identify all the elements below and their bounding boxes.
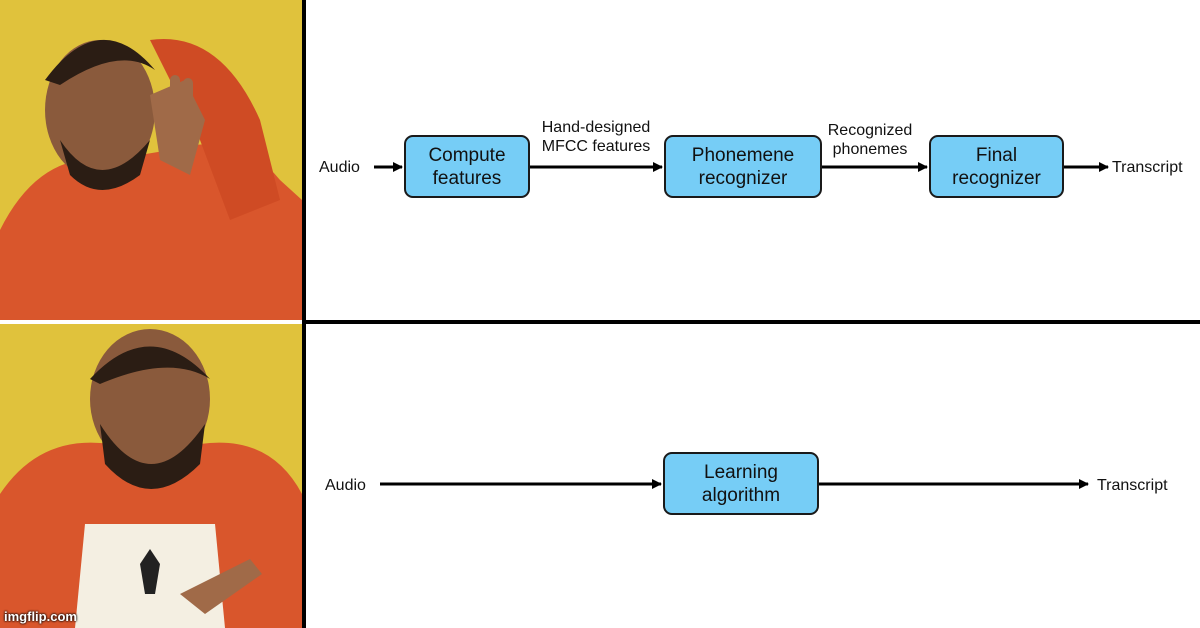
final-recognizer-box: Final recognizer <box>929 135 1064 198</box>
horizontal-divider <box>302 320 1200 324</box>
meme-photo-disapprove <box>0 0 302 320</box>
recognized-phonemes-label: Recognized phonemes <box>827 122 913 158</box>
meme-photo-approve: imgflip.com <box>0 324 302 628</box>
compute-features-box: Compute features <box>404 135 530 198</box>
phoneme-recognizer-box: Phonemene recognizer <box>664 135 822 198</box>
top-input-label: Audio <box>319 159 360 176</box>
bottom-input-label: Audio <box>325 477 366 494</box>
top-output-label: Transcript <box>1112 159 1183 176</box>
imgflip-watermark: imgflip.com <box>4 609 77 624</box>
mfcc-features-label: Hand-designed MFCC features <box>541 119 651 155</box>
vertical-divider <box>302 0 306 628</box>
learning-algorithm-box: Learning algorithm <box>663 452 819 515</box>
bottom-output-label: Transcript <box>1097 477 1168 494</box>
